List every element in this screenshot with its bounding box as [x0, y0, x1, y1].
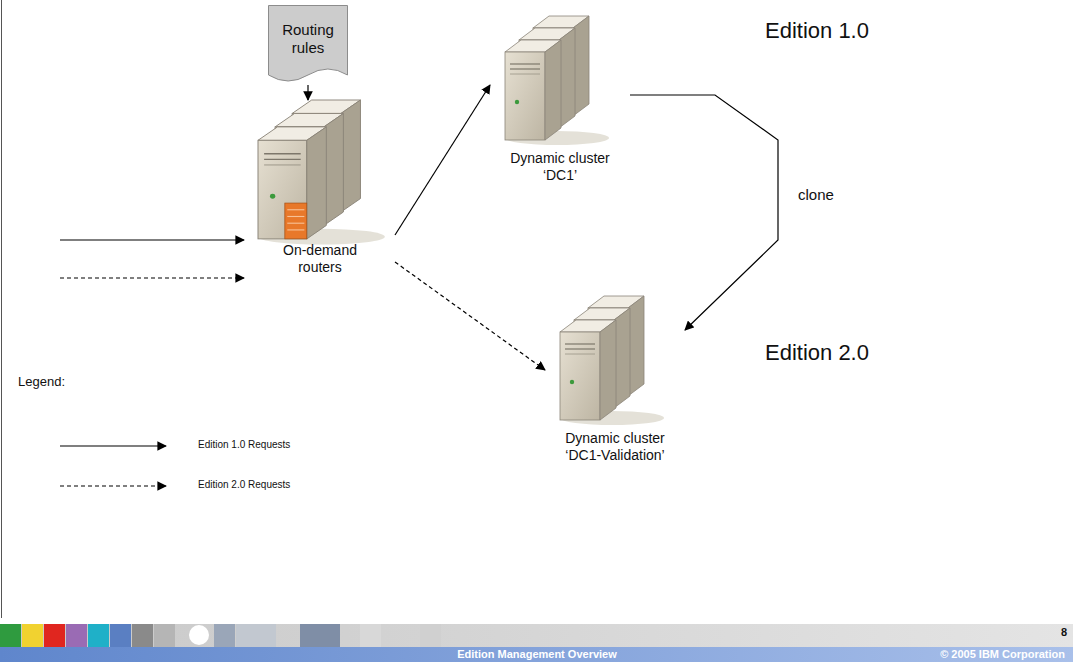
connector-arrow — [630, 95, 778, 330]
legend-text: Edition 1.0 Requests — [198, 439, 290, 451]
connector-arrow — [395, 85, 490, 235]
connector-label: clone — [796, 186, 836, 203]
edition-label: Edition 1.0 — [765, 18, 869, 43]
legend-text: Edition 2.0 Requests — [198, 479, 290, 491]
server-label: Dynamic cluster ‘DC1-Validation’ — [550, 430, 680, 464]
server-label: On-demand routers — [270, 242, 370, 276]
cluster-server: Dynamic cluster ‘DC1-Validation’ — [545, 292, 685, 464]
legend-heading: Legend: — [18, 375, 65, 390]
document-label: Routing rules — [273, 21, 343, 57]
server-label: Dynamic cluster ‘DC1’ — [495, 150, 625, 184]
footer-title: Edition Management Overview — [457, 648, 617, 661]
connector-arrow — [307, 85, 308, 100]
footer-copyright: © 2005 IBM Corporation — [940, 648, 1065, 661]
document-shape: Routing rules — [268, 5, 348, 85]
document-outline — [269, 6, 348, 82]
edition-label: Edition 2.0 — [765, 340, 869, 365]
cluster-server: Dynamic cluster ‘DC1’ — [490, 12, 630, 184]
page-number: 8 — [1061, 626, 1067, 639]
router-server: On-demand routers — [245, 100, 395, 276]
connector-arrow — [395, 262, 545, 370]
